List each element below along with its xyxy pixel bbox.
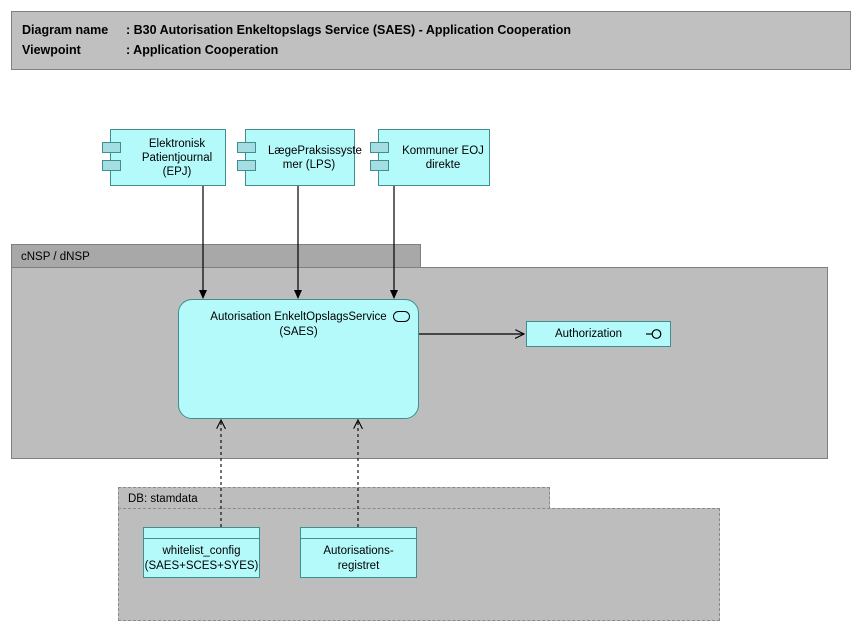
label-line-2: Patientjournal	[141, 151, 213, 164]
label-line-1: Elektronisk	[148, 137, 206, 150]
data-object-icon	[144, 528, 259, 539]
label-line-2: direkte	[425, 158, 461, 171]
label-line-2: (SAES)	[279, 326, 318, 338]
application-component-epj[interactable]: Elektronisk Patientjournal (EPJ)	[102, 129, 226, 186]
label-line-3: (EPJ)	[162, 165, 192, 178]
application-service-saes-label: Autorisation EnkeltOpslagsService (SAES)	[187, 310, 410, 340]
viewpoint-separator: :	[126, 43, 134, 57]
viewpoint-value: Application Cooperation	[133, 43, 279, 57]
application-component-kommuner-eoj[interactable]: Kommuner EOJ direkte	[370, 129, 490, 186]
application-interface-lollipop-icon	[646, 329, 662, 339]
label-line-1: LægePraksissyste	[268, 144, 362, 157]
group-cnsp-dnsp-tab: cNSP / dNSP	[11, 244, 421, 268]
application-component-icon	[370, 160, 389, 171]
label-line-1: Kommuner EOJ	[402, 144, 484, 157]
diagram-name-value: B30 Autorisation Enkeltopslags Service (…	[133, 23, 571, 37]
diagram-name-line: Diagram name: B30 Autorisation Enkeltops…	[22, 23, 571, 37]
label-line-2: registret	[337, 560, 380, 572]
application-interface-authorization[interactable]: Authorization	[526, 321, 671, 347]
label-line-1: Autorisation EnkeltOpslagsService	[210, 311, 387, 323]
diagram-name-label: Diagram name	[22, 23, 109, 37]
label-line-2: mer (LPS)	[282, 158, 336, 171]
diagram-header: Diagram name: B30 Autorisation Enkeltops…	[11, 11, 851, 70]
group-db-stamdata-label: DB: stamdata	[128, 492, 198, 505]
diagram-name-separator: :	[126, 23, 134, 37]
label-line-1: whitelist_config	[162, 545, 241, 557]
application-component-lps[interactable]: LægePraksissyste mer (LPS)	[237, 129, 362, 186]
group-cnsp-dnsp-label: cNSP / dNSP	[21, 250, 90, 263]
application-component-icon	[237, 142, 256, 153]
application-component-icon	[102, 160, 121, 171]
application-interface-authorization-label: Authorization	[554, 328, 623, 340]
data-object-icon	[301, 528, 416, 539]
application-component-icon	[370, 142, 389, 153]
viewpoint-label: Viewpoint	[22, 43, 81, 57]
application-service-oval-icon	[393, 311, 410, 322]
group-db-stamdata-tab: DB: stamdata	[118, 487, 550, 509]
group-cnsp-dnsp-body	[11, 267, 828, 459]
label-line-1: Autorisations-	[323, 545, 394, 557]
label-line-2: (SAES+SCES+SYES)	[144, 560, 259, 572]
application-service-saes[interactable]: Autorisation EnkeltOpslagsService (SAES)	[178, 299, 419, 419]
data-object-whitelist-config-label: whitelist_config (SAES+SCES+SYES)	[144, 541, 259, 577]
application-component-icon	[237, 160, 256, 171]
data-object-autorisationsregistret[interactable]: Autorisations- registret	[300, 527, 417, 578]
application-component-kommuner-eoj-label: Kommuner EOJ direkte	[401, 144, 485, 172]
application-component-lps-label: LægePraksissyste mer (LPS)	[268, 144, 362, 172]
data-object-whitelist-config[interactable]: whitelist_config (SAES+SCES+SYES)	[143, 527, 260, 578]
data-object-autorisationsregistret-label: Autorisations- registret	[304, 541, 413, 577]
viewpoint-line: Viewpoint: Application Cooperation	[22, 43, 278, 57]
application-component-epj-label: Elektronisk Patientjournal (EPJ)	[133, 137, 221, 179]
application-component-icon	[102, 142, 121, 153]
